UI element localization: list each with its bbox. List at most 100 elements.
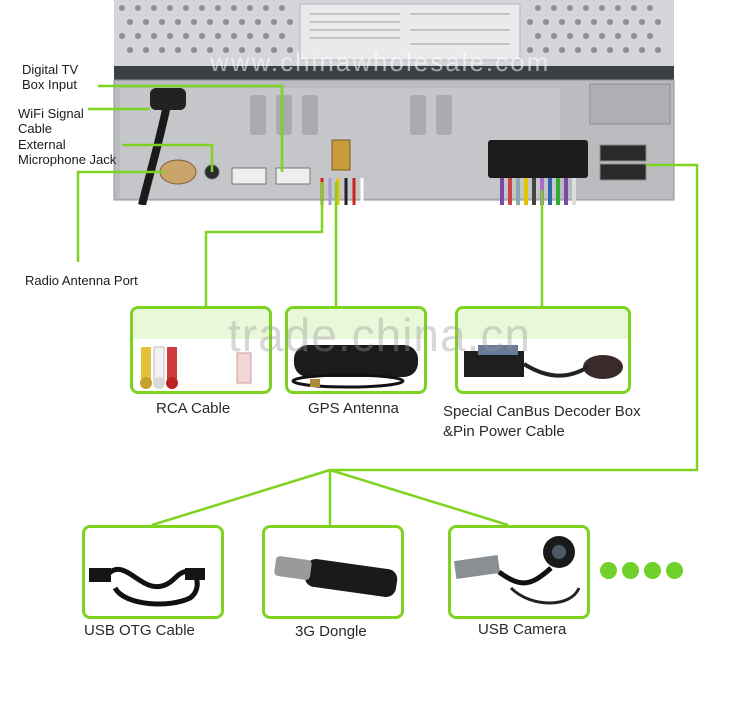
vent-hole: [151, 5, 157, 11]
vent-hole: [575, 19, 581, 25]
vent-hole: [143, 47, 149, 53]
vent-hole: [119, 5, 125, 11]
usb-otg-cable-icon: [89, 567, 205, 607]
vent-hole: [191, 47, 197, 53]
vent-hole: [223, 47, 229, 53]
vent-hole: [175, 19, 181, 25]
vent-hole: [615, 33, 621, 39]
rca-cable-icon: [133, 309, 269, 389]
vent-hole: [631, 5, 637, 11]
vent-hole: [623, 47, 629, 53]
vent-hole: [567, 33, 573, 39]
vent-hole: [647, 33, 653, 39]
vent-hole: [223, 19, 229, 25]
usb-camera-box: [448, 525, 590, 619]
vent-hole: [207, 19, 213, 25]
vent-hole: [583, 5, 589, 11]
3g-dongle-caption: 3G Dongle: [295, 623, 367, 640]
vent-hole: [199, 5, 205, 11]
vent-hole: [239, 47, 245, 53]
vent-hole: [119, 33, 125, 39]
vent-hole: [599, 33, 605, 39]
vent-hole: [215, 33, 221, 39]
usb-camera-icon: [453, 536, 581, 605]
vent-hole: [127, 19, 133, 25]
vent-hole: [183, 33, 189, 39]
vent-hole: [231, 33, 237, 39]
vent-hole: [615, 5, 621, 11]
vent-hole: [287, 19, 293, 25]
vent-hole: [623, 19, 629, 25]
vent-hole: [647, 5, 653, 11]
vent-hole: [191, 19, 197, 25]
vent-hole: [151, 33, 157, 39]
vent-hole: [575, 47, 581, 53]
vent-hole: [639, 47, 645, 53]
vent-hole: [167, 33, 173, 39]
vent-hole: [535, 33, 541, 39]
vent-hole: [199, 33, 205, 39]
gps-antenna-icon: [288, 309, 424, 389]
vent-hole: [631, 33, 637, 39]
vent-hole: [263, 33, 269, 39]
vent-hole: [527, 47, 533, 53]
vent-hole: [271, 19, 277, 25]
usb-camera-caption: USB Camera: [478, 621, 567, 638]
canbus-decoder-box: [455, 306, 631, 394]
vent-hole: [551, 5, 557, 11]
vent-hole: [583, 33, 589, 39]
vent-hole: [655, 47, 661, 53]
vent-hole: [207, 47, 213, 53]
vent-hole: [535, 5, 541, 11]
vent-hole: [135, 5, 141, 11]
vent-hole: [551, 33, 557, 39]
vent-hole: [271, 47, 277, 53]
vent-hole: [255, 47, 261, 53]
usb-otg-box: [82, 525, 224, 619]
vent-hole: [559, 47, 565, 53]
more-accessories-dots: [600, 562, 688, 584]
vent-hole: [231, 5, 237, 11]
vent-hole: [159, 47, 165, 53]
vent-hole: [599, 5, 605, 11]
rca-cable-box: [130, 306, 272, 394]
canbus-caption: Special CanBus Decoder Box&Pin Power Cab…: [443, 403, 641, 440]
vent-hole: [527, 19, 533, 25]
vent-hole: [263, 5, 269, 11]
vent-hole: [143, 19, 149, 25]
vent-hole: [543, 19, 549, 25]
watermark-center: trade.china.cn: [228, 309, 531, 361]
vent-hole: [255, 19, 261, 25]
head-unit-rear-panel: [113, 0, 675, 205]
vent-hole: [607, 19, 613, 25]
canbus-decoder-icon: [458, 309, 628, 379]
vent-hole: [175, 47, 181, 53]
vent-hole: [279, 33, 285, 39]
gps-antenna-caption: GPS Antenna: [308, 400, 399, 417]
vent-hole: [247, 33, 253, 39]
vent-hole: [559, 19, 565, 25]
vent-hole: [287, 47, 293, 53]
vent-hole: [127, 47, 133, 53]
vent-hole: [591, 19, 597, 25]
vent-hole: [183, 5, 189, 11]
vent-hole: [215, 5, 221, 11]
vent-hole: [279, 5, 285, 11]
vent-hole: [159, 19, 165, 25]
usb-otg-caption: USB OTG Cable: [84, 622, 195, 639]
vent-hole: [135, 33, 141, 39]
3g-dongle-box: [262, 525, 404, 619]
vent-hole: [543, 47, 549, 53]
radio-antenna-label: Radio Antenna Port: [25, 273, 138, 288]
vent-hole: [167, 5, 173, 11]
3g-dongle-icon: [274, 556, 398, 597]
vent-hole: [655, 19, 661, 25]
gps-antenna-box: [285, 306, 427, 394]
vent-hole: [591, 47, 597, 53]
vent-hole: [247, 5, 253, 11]
vent-hole: [639, 19, 645, 25]
